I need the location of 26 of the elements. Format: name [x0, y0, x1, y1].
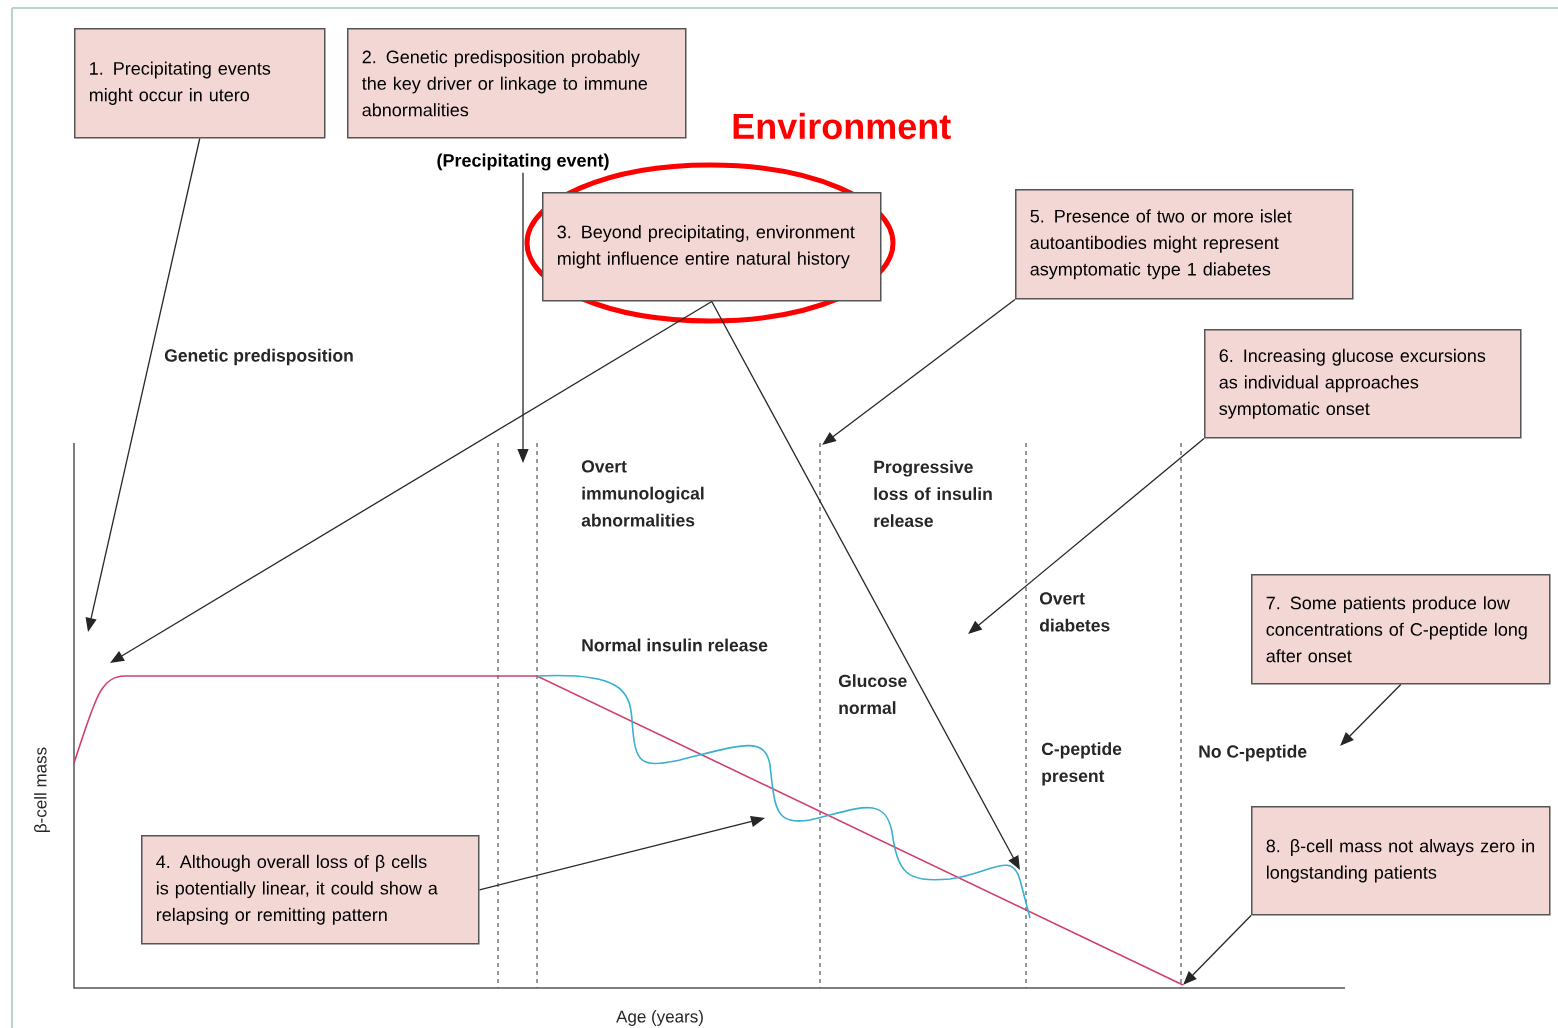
- stage-label: Glucose normal: [838, 674, 907, 715]
- stage-label: Progressive loss of insulin release: [874, 460, 992, 528]
- callout-box: 6. Increasing glucose excursions as individual approaches symptomatic onset: [1204, 329, 1522, 439]
- callout-box: 4. Although overall loss of β cells is potentially linear, it could show a relapsing or remitting pattern: [141, 835, 480, 945]
- callout-box: 7. Some patients produce low concentrations of C-peptide long after onset: [1251, 574, 1551, 685]
- callout-box: 5. Presence of two or more islet autoantibodies might represent asymptomatic type 1 diabetes: [1015, 189, 1354, 300]
- arrow: [968, 437, 1205, 634]
- arrow: [711, 300, 1020, 870]
- stage-label: Normal insulin release: [582, 638, 768, 652]
- arrow: [1340, 683, 1402, 746]
- stage-label: Overt immunological abnormalities: [581, 460, 704, 527]
- callout-box: 3. Beyond precipitating, environment might influence entire natural history: [542, 192, 882, 302]
- stage-label: Overt diabetes: [1039, 592, 1110, 632]
- stage-label: Genetic predisposition: [164, 348, 353, 366]
- highlight-label: Environment: [733, 112, 951, 140]
- axis-label: Age (years): [616, 1010, 703, 1026]
- callout-box: 8. β-cell mass not always zero in longstanding patients: [1251, 806, 1551, 916]
- annotation-text: (Precipitating event): [437, 153, 609, 171]
- arrow: [822, 298, 1016, 445]
- arrow: [1183, 914, 1252, 985]
- axis-label: β-cell mass: [34, 747, 50, 832]
- callout-box: 1. Precipitating events might occur in utero: [74, 28, 326, 139]
- arrow: [110, 300, 713, 663]
- stage-label: No C-peptide: [1199, 744, 1307, 762]
- stage-label: C-peptide present: [1041, 742, 1122, 786]
- callout-box: 2. Genetic predisposition probably the key driver or linkage to immune abnormalities: [347, 28, 687, 139]
